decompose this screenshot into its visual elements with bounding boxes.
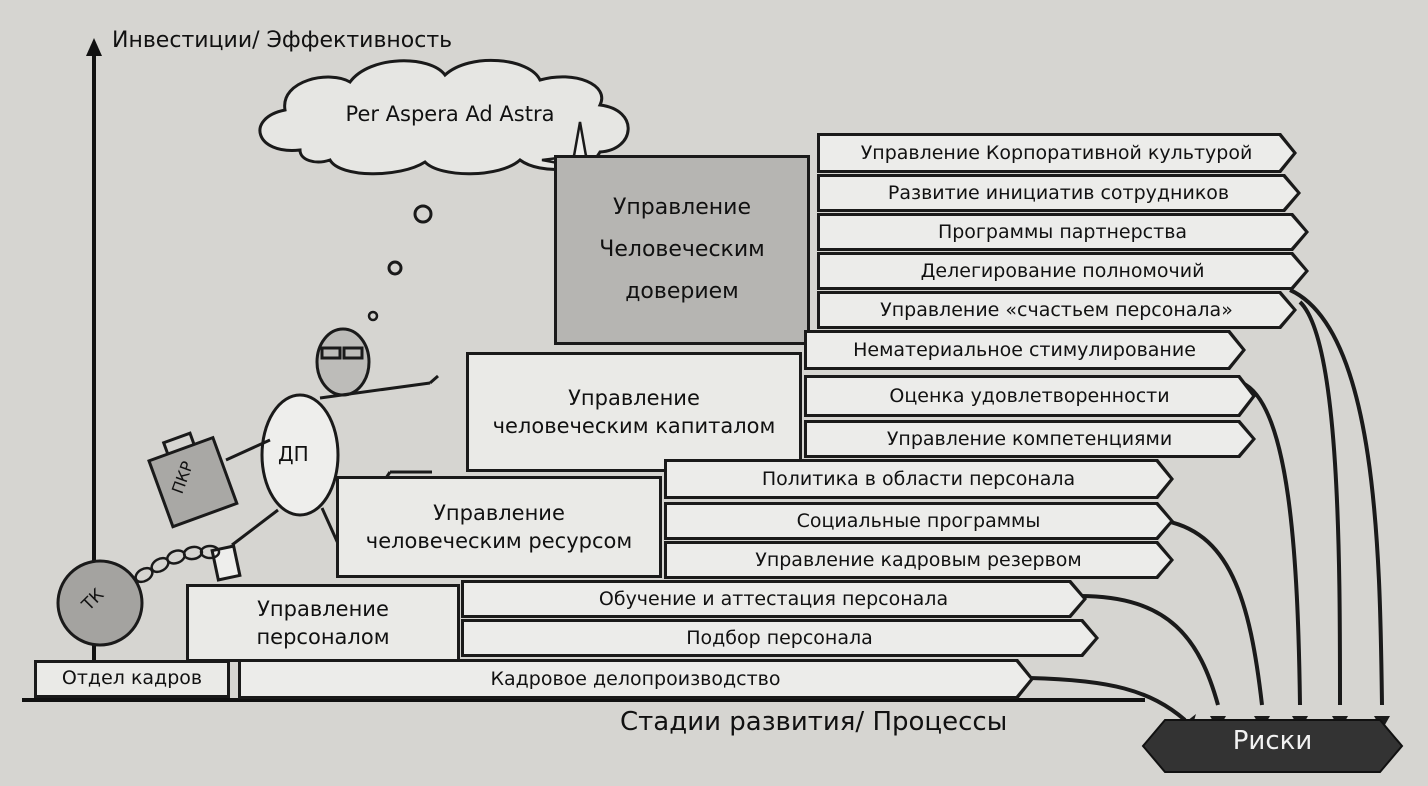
stair-hr-department: Отдел кадров (34, 660, 230, 698)
risks-shape (1141, 719, 1404, 773)
process-arrow-initiatives: Развитие инициатив сотрудников (820, 177, 1297, 209)
process-arrow-recruitment: Подбор персонала (464, 622, 1095, 654)
glasses-left (320, 346, 342, 360)
glasses-right (342, 346, 364, 360)
risks-label: Риски (1232, 726, 1313, 756)
briefcase (147, 431, 239, 529)
thought-bubble-large (413, 204, 433, 224)
cloud-text: Per Aspera Ad Astra (345, 102, 555, 126)
thought-bubble-small (367, 310, 379, 322)
figure-label: ДП (278, 442, 309, 466)
process-arrow-reserve: Управление кадровым резервом (667, 544, 1170, 576)
risk-connectors (1029, 288, 1384, 722)
process-arrow-delegation: Делегирование полномочий (820, 255, 1305, 287)
x-axis-label: Стадии развития/ Процессы (620, 707, 1008, 737)
chain (134, 544, 221, 584)
figure-arm-right (319, 381, 431, 400)
stick-figure (210, 327, 439, 582)
process-arrow-nonmaterial: Нематериальное стимулирование (807, 333, 1242, 367)
thought-bubble-medium (387, 260, 403, 276)
figure-leg-left (231, 508, 279, 547)
stair-personnel-management: Управление персоналом (186, 584, 460, 662)
process-arrow-culture: Управление Корпоративной культурой (820, 136, 1293, 170)
figure-head (315, 327, 371, 397)
stair-human-capital: Управление человеческим капиталом (466, 352, 802, 472)
process-arrow-satisfaction: Оценка удовлетворенности (807, 378, 1252, 414)
process-arrow-competencies: Управление компетенциями (807, 423, 1252, 455)
cloud-shape (258, 58, 630, 176)
process-arrow-partnership: Программы партнерства (820, 216, 1305, 248)
process-arrow-records: Кадровое делопроизводство (241, 662, 1030, 696)
figure-body (260, 393, 340, 517)
stair-human-resource: Управление человеческим ресурсом (336, 476, 662, 578)
process-arrow-social: Социальные программы (667, 505, 1170, 537)
ball-and-chain (56, 559, 144, 647)
y-axis-arrowhead (86, 38, 102, 56)
figure-arm-left (225, 438, 271, 462)
y-axis-label: Инвестиции/ Эффективность (112, 28, 453, 53)
stair-human-trust: Управление Человеческим доверием (554, 155, 810, 345)
process-arrow-policy: Политика в области персонала (667, 462, 1170, 496)
process-arrow-training: Обучение и аттестация персонала (464, 583, 1083, 615)
figure-foot (210, 544, 242, 582)
process-arrow-happiness: Управление «счастьем персонала» (820, 294, 1293, 326)
